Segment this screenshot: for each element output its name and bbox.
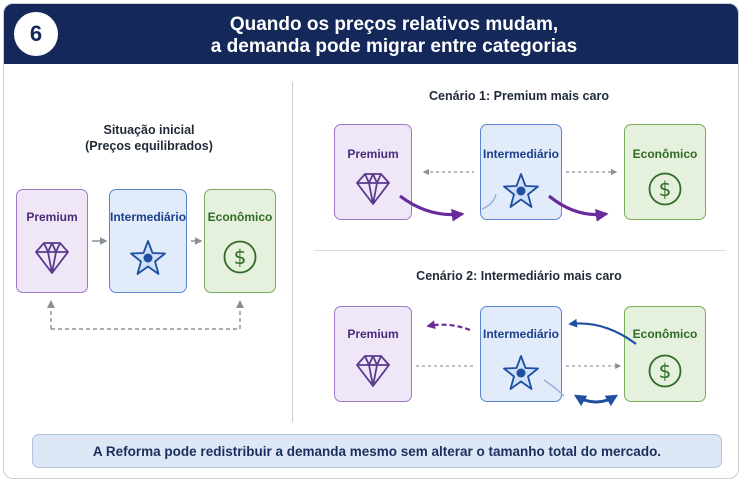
svg-text:$: $ (234, 245, 247, 269)
s1-premium-card: Premium (334, 124, 412, 220)
scenario1-caption: Cenário 1: Premium mais caro (429, 89, 609, 103)
dollar-coin-icon: $ (648, 172, 682, 206)
vertical-divider (292, 82, 293, 422)
slide-frame: 6 Quando os preços relativos mudam, a de… (3, 3, 739, 479)
dollar-coin-icon: $ (223, 240, 257, 274)
slide-number-badge: 6 (14, 12, 58, 56)
footer-note: A Reforma pode redistribuir a demanda me… (32, 434, 722, 468)
s2-intermediario-label: Intermediário (482, 327, 560, 341)
dollar-coin-icon: $ (648, 354, 682, 388)
s2-intermediario-card: Intermediário (480, 306, 562, 402)
svg-text:$: $ (659, 359, 672, 383)
initial-caption-line-2: (Preços equilibrados) (85, 139, 213, 153)
s2-premium-card: Premium (334, 306, 412, 402)
title-line-1: Quando os preços relativos mudam, (229, 14, 559, 35)
s2-double-arrow (573, 394, 619, 407)
initial-premium-card: Premium (16, 189, 88, 293)
diamond-icon (356, 355, 390, 387)
s1-arrow-inter-to-econ (547, 194, 609, 222)
s2-arrow-inter-to-premium (426, 320, 471, 332)
svg-text:$: $ (659, 177, 672, 201)
initial-loop-arrow (50, 310, 241, 330)
s1-economico-card: Econômico $ (624, 124, 706, 220)
s2-premium-label: Premium (347, 327, 399, 341)
star-badge-icon (130, 240, 166, 275)
star-badge-icon (503, 355, 539, 390)
economico-label: Econômico (207, 210, 273, 224)
star-badge-icon (503, 173, 539, 208)
s2-economico-card: Econômico $ (624, 306, 706, 402)
intermediario-label: Intermediário (110, 210, 187, 224)
diamond-icon (35, 242, 69, 274)
s1-economico-label: Econômico (632, 147, 698, 161)
header-bar: 6 Quando os preços relativos mudam, a de… (4, 4, 738, 64)
title-line-2: a demanda pode migrar entre categorias (210, 36, 578, 57)
initial-caption-line-1: Situação inicial (103, 123, 195, 137)
s2-arrow-econ-to-inter (568, 318, 637, 345)
s1-intermediario-label: Intermediário (482, 147, 560, 161)
initial-intermediario-card: Intermediário (109, 189, 187, 293)
s1-premium-label: Premium (347, 147, 399, 161)
s1-arrow-premium-to-inter (399, 194, 465, 222)
s1-intermediario-card: Intermediário (480, 124, 562, 220)
s2-economico-label: Econômico (632, 327, 698, 341)
scenario2-caption: Cenário 2: Intermediário mais caro (416, 269, 622, 283)
diamond-icon (356, 173, 390, 205)
initial-economico-card: Econômico $ (204, 189, 276, 293)
flow-arrows (47, 168, 637, 407)
horizontal-divider (314, 250, 726, 251)
premium-label: Premium (26, 210, 78, 224)
